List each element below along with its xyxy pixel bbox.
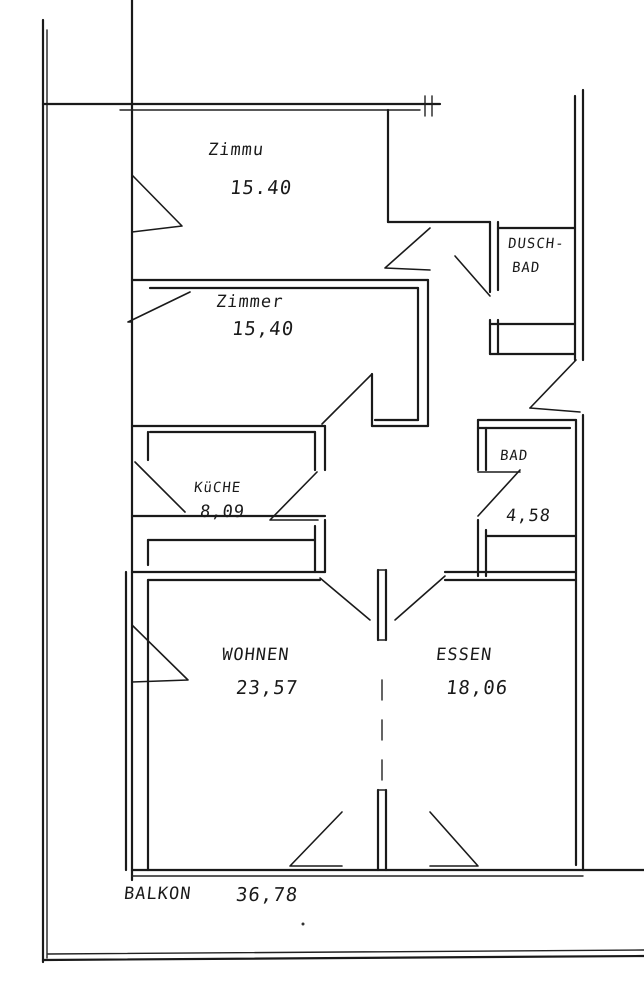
room-essen-area: 18,06 [444, 677, 510, 699]
door-bad [477, 359, 581, 517]
room-wohnen-name: WOHNEN [220, 645, 291, 665]
balkon-name: BALKON [122, 884, 193, 904]
door-kueche [134, 461, 319, 521]
door-essen [394, 575, 479, 867]
right-wall [573, 88, 644, 872]
room-dusch-bad-name-line1: DUSCH- [507, 236, 566, 252]
room-bad-name: BAD [499, 448, 530, 464]
room-dusch-bad-name-line2: BAD [511, 260, 542, 276]
outer-frame [41, 0, 644, 964]
room-wohnen-area: 23,57 [234, 677, 300, 699]
room-zimmer-1-area: 15.40 [228, 177, 294, 199]
room-kueche-walls [130, 424, 327, 574]
room-bad-walls [476, 418, 578, 578]
room-zimmer-1-name: Zimmu [206, 140, 266, 160]
room-kueche-area: 8,09 [198, 502, 247, 522]
room-kueche-name: KüCHE [193, 480, 242, 496]
room-zimmer-2-name: Zimmer [214, 292, 285, 312]
balkon-area: 36,78 [234, 884, 300, 906]
door-zimmer-2 [127, 255, 491, 425]
room-zimmer-2-walls [130, 278, 430, 428]
room-zimmer-1-walls [386, 108, 577, 356]
room-wohnen-essen-walls [124, 568, 585, 877]
door-zimmer-1 [131, 174, 431, 271]
room-bad-area: 4,58 [504, 506, 553, 526]
pencil-dot [301, 922, 305, 926]
room-essen-name: ESSEN [434, 645, 494, 665]
room-zimmer-2-area: 15,40 [230, 318, 296, 340]
door-wohnen [131, 577, 371, 867]
